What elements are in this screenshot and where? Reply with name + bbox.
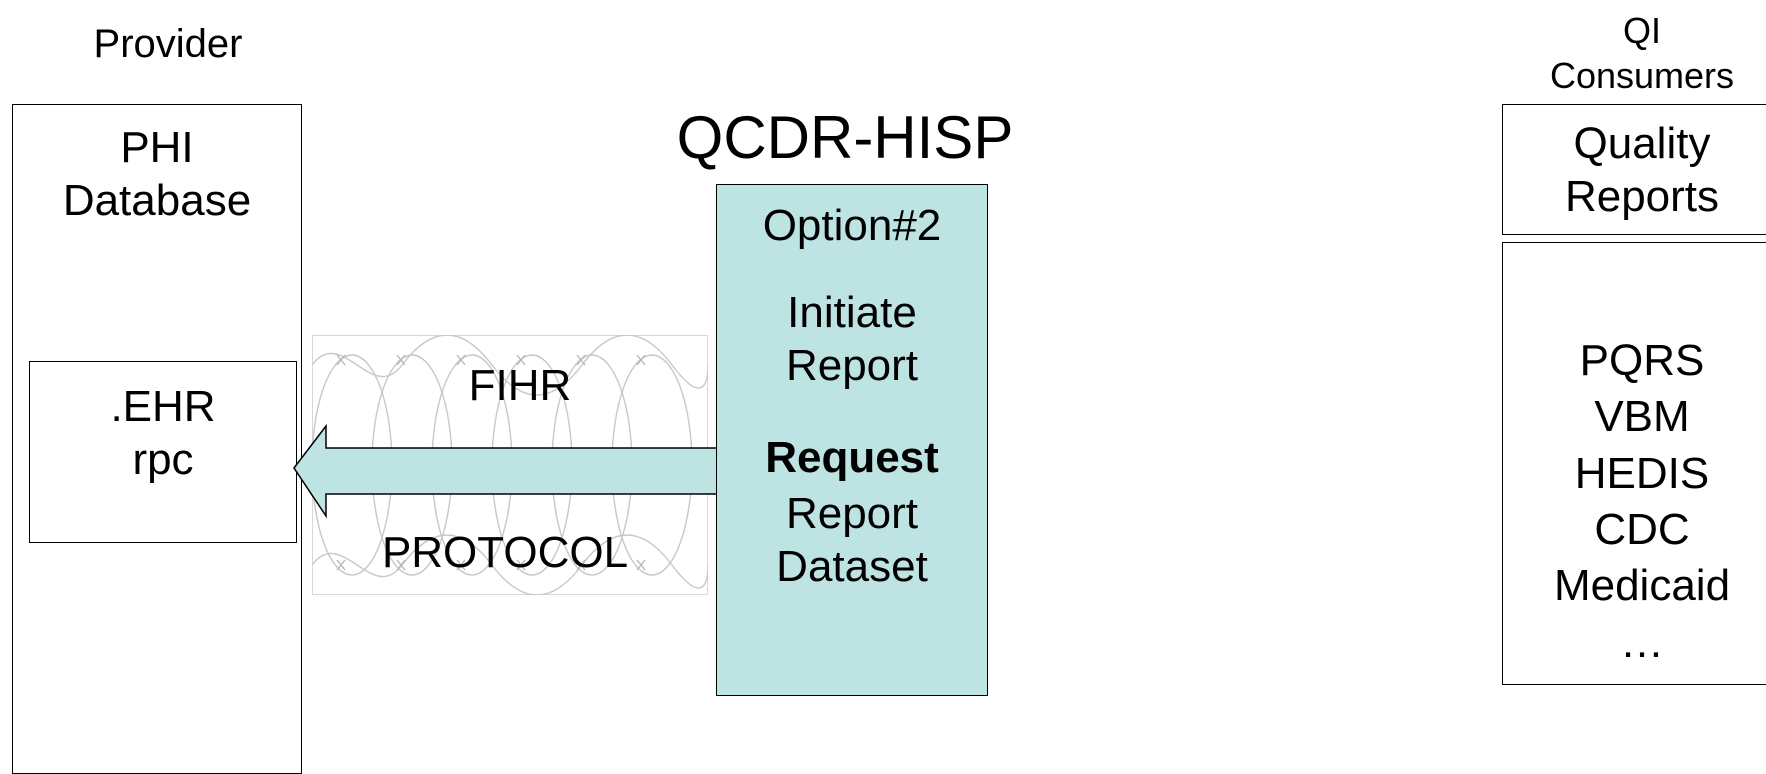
ehr-rpc-box	[29, 361, 297, 543]
phi-label-line-1: PHI	[120, 123, 194, 172]
list-item: HEDIS	[1574, 448, 1710, 498]
fihr-label: FIHR	[468, 361, 572, 410]
initiate-report-label: Initiate Report	[716, 287, 988, 393]
request-label: Request	[765, 433, 939, 482]
list-item: Medicaid	[1553, 561, 1731, 611]
qcdr-hisp-title: QCDR-HISP	[676, 104, 1014, 171]
ehr-rpc-label: .EHR rpc	[29, 381, 297, 487]
ehr-label-line-2: rpc	[132, 434, 194, 484]
list-item: PQRS	[1579, 336, 1705, 385]
initiate-line-1: Initiate	[787, 288, 917, 337]
initiate-line-2: Report	[785, 340, 919, 390]
qi-consumers-title: QI Consumers	[1500, 8, 1766, 98]
protocol-label: PROTOCOL	[381, 528, 629, 577]
phi-database-label: PHI Database	[12, 122, 302, 228]
quality-line-1: Quality	[1573, 119, 1711, 168]
quality-reports-header-box	[1502, 104, 1766, 235]
quality-line-2: Reports	[1564, 171, 1720, 221]
list-item: …	[1620, 617, 1664, 667]
request-line-1: Report	[785, 489, 919, 538]
phi-label-line-2: Database	[62, 175, 252, 225]
option-label: Option#2	[762, 201, 942, 250]
reports-list-box	[1502, 242, 1766, 685]
list-item: CDC	[1594, 504, 1690, 554]
ehr-label-line-1: .EHR	[110, 382, 216, 431]
quality-reports-label: Quality Reports	[1502, 118, 1766, 224]
request-line-2: Dataset	[776, 541, 928, 591]
list-item: VBM	[1594, 392, 1690, 442]
option-2-box	[716, 184, 988, 696]
reports-list: PQRS VBM HEDIS CDC Medicaid …	[1502, 333, 1766, 671]
report-dataset-label: Report Dataset	[716, 488, 988, 594]
qi-title-line-2: Consumers	[1549, 55, 1735, 96]
qi-title-line-1: QI	[1622, 10, 1661, 51]
provider-title: Provider	[93, 22, 243, 66]
